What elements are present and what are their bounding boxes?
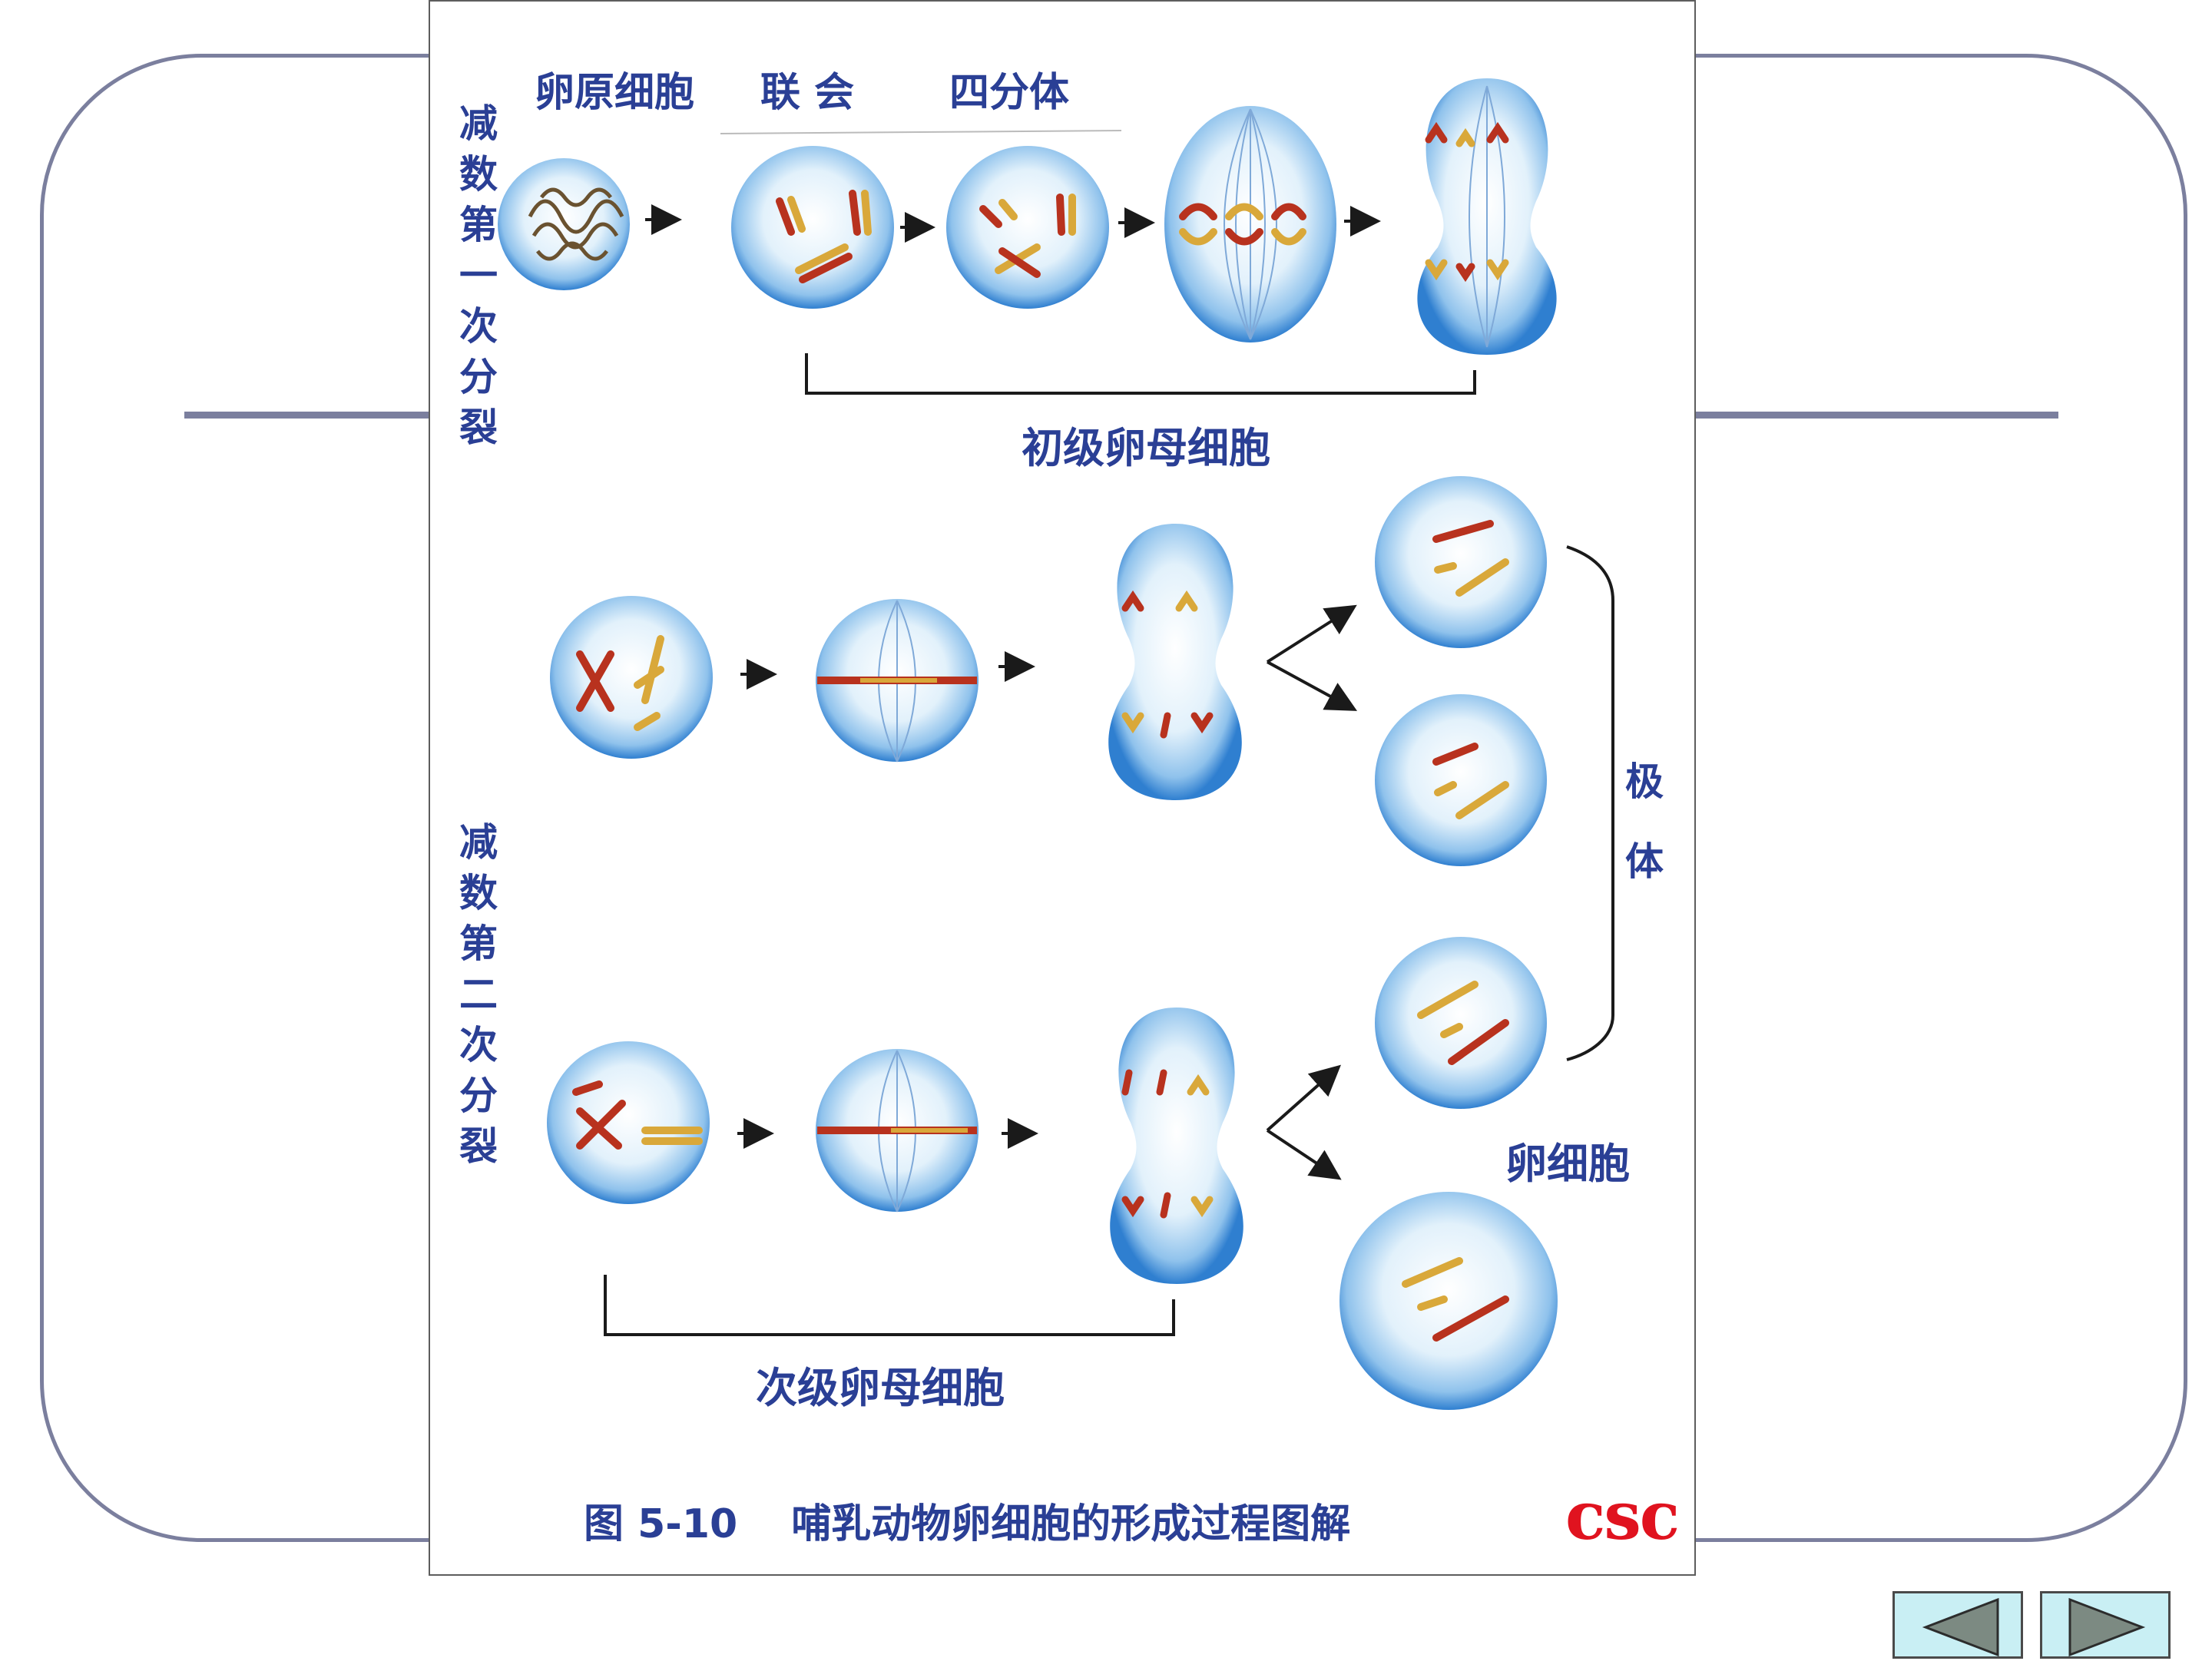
cell-anaphase-2-lower	[1110, 1008, 1243, 1284]
meiosis-2-label: 减数第二次分裂	[459, 820, 498, 1169]
cell-anaphase-2-upper	[1108, 524, 1242, 800]
polar-body-bracket	[1566, 545, 1614, 1061]
label-underline	[720, 130, 1122, 134]
egg-cell-label: 卵细胞	[1505, 1140, 1630, 1188]
polar-body-3	[1375, 937, 1547, 1109]
figure-title: 哺乳动物卵细胞的形成过程图解	[791, 1501, 1351, 1547]
secondary-oocyte-label: 次级卵母细胞	[756, 1364, 1005, 1412]
primary-oocyte-label: 初级卵母细胞	[1022, 424, 1270, 472]
cell-metaphase-2-upper	[816, 599, 979, 763]
oogenesis-diagram: 卵原细胞 联 会 四分体 初级卵母细胞	[498, 70, 1630, 1412]
cell-metaphase-1	[1164, 106, 1336, 342]
cell-oogonium	[498, 158, 630, 290]
arrow	[1266, 604, 1357, 663]
figure-number: 图 5-10	[584, 1501, 738, 1547]
cell-synapsis	[731, 146, 894, 309]
figure-caption: 图 5-10 哺乳动物卵细胞的形成过程图解	[584, 1491, 1350, 1549]
tetrad-label: 四分体	[949, 70, 1069, 116]
triangle-left-icon	[1922, 1597, 1999, 1657]
arrow	[1266, 1064, 1341, 1132]
synapsis-label: 联 会	[760, 70, 854, 116]
publisher-logo: csc	[1565, 1477, 1680, 1555]
arrow	[1267, 660, 1358, 711]
previous-slide-button[interactable]	[1892, 1591, 2023, 1659]
cell-prophase-2-lower	[547, 1041, 710, 1204]
oogonium-label: 卵原细胞	[535, 70, 694, 116]
secondary-oocyte-bracket	[604, 1275, 1175, 1336]
cell-anaphase-1	[1417, 78, 1557, 355]
primary-oocyte-bracket	[805, 353, 1476, 395]
egg-cell	[1339, 1192, 1558, 1410]
cell-tetrad	[946, 146, 1109, 309]
cell-metaphase-2-lower	[816, 1049, 979, 1213]
triangle-right-icon	[2068, 1597, 2146, 1657]
oogenesis-figure: 卵原细胞 联 会 四分体 初级卵母细胞	[429, 0, 1696, 1576]
polar-body-2	[1375, 694, 1547, 866]
arrow	[1266, 1129, 1342, 1180]
cell-prophase-2-upper	[550, 596, 713, 759]
next-slide-button[interactable]	[2040, 1591, 2171, 1659]
polar-body-label: 极体	[1625, 759, 1664, 884]
polar-body-1	[1375, 476, 1547, 648]
meiosis-1-label: 减数第一次分裂	[459, 101, 498, 450]
